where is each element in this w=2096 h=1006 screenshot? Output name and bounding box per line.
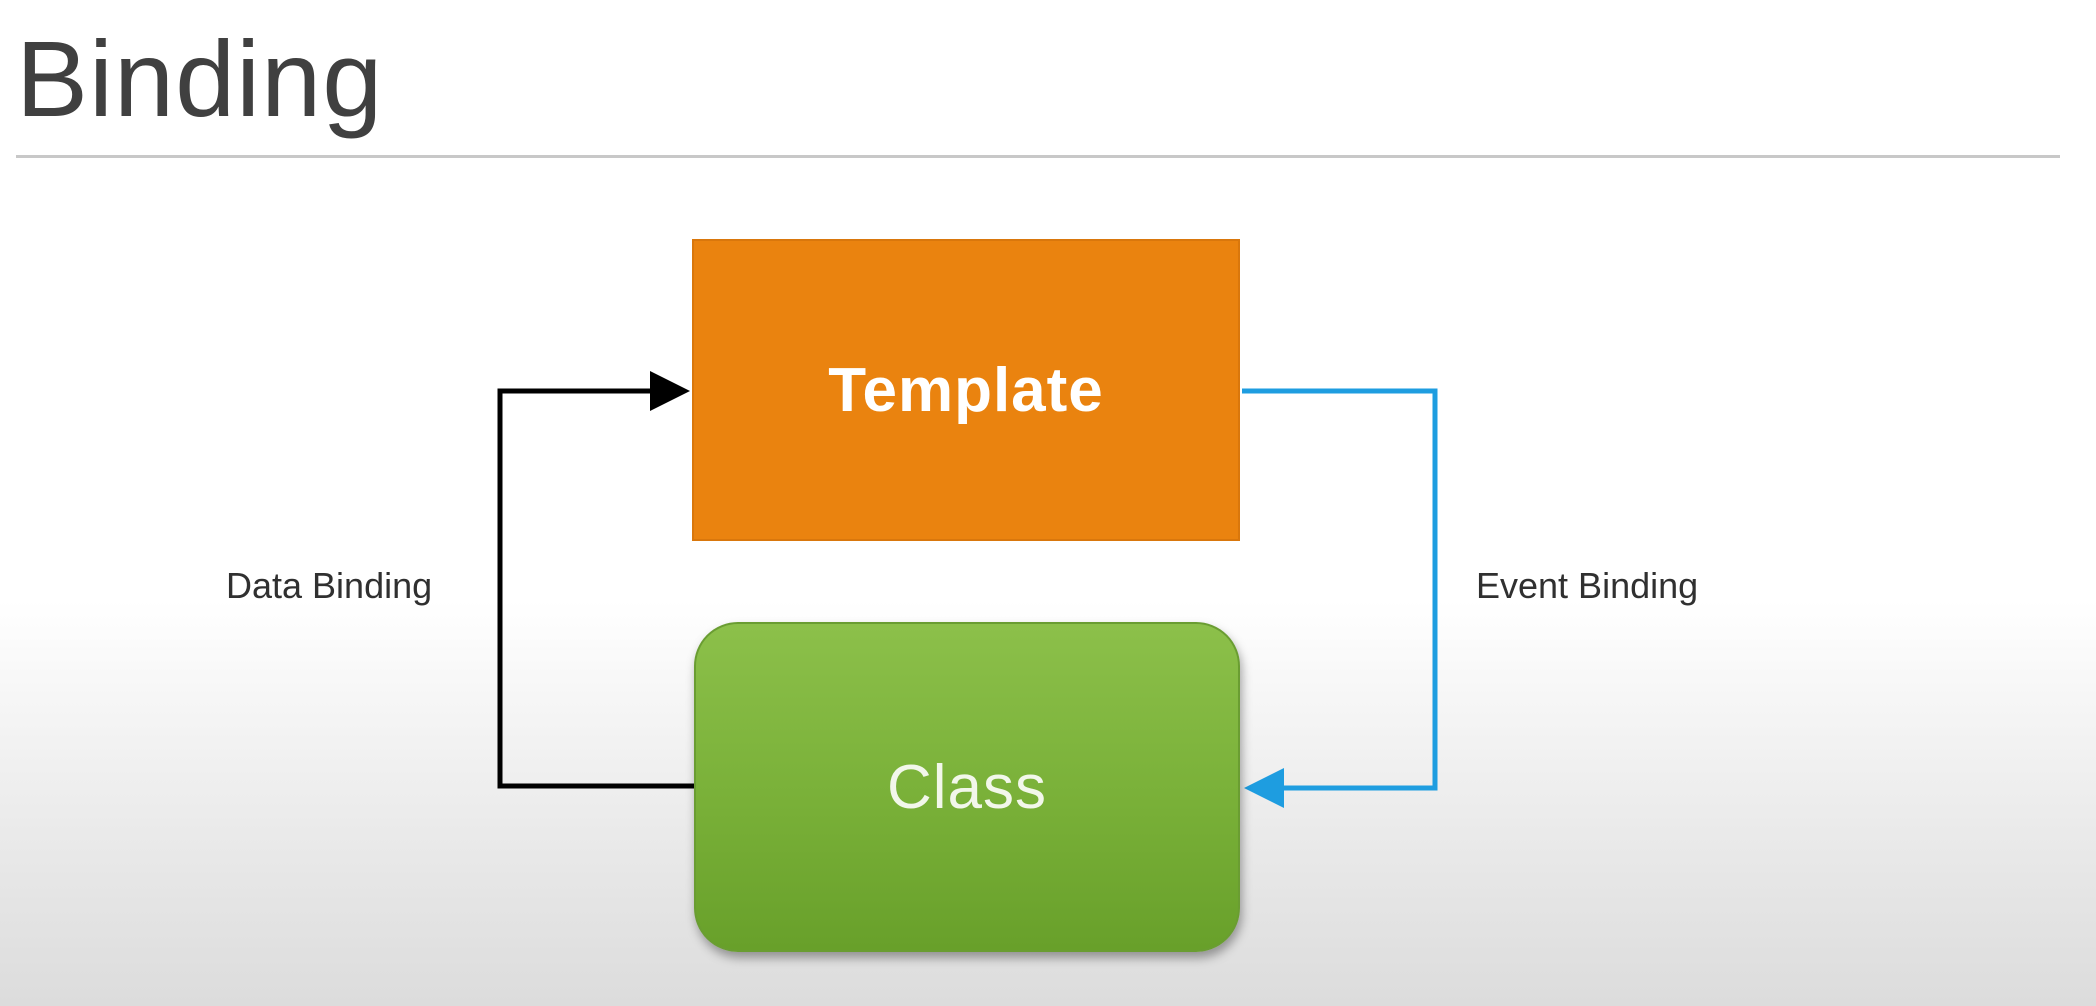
data-binding-arrow — [497, 371, 694, 789]
data-binding-label: Data Binding — [226, 565, 433, 606]
template-node-label: Template — [828, 355, 1104, 425]
class-node: Class — [694, 622, 1240, 952]
template-node: Template — [692, 239, 1240, 541]
event-binding-label: Event Binding — [1476, 565, 1699, 606]
event-binding-arrow — [1242, 388, 1438, 808]
class-node-label: Class — [886, 752, 1048, 822]
title-divider — [16, 155, 2060, 158]
slide-title: Binding — [16, 18, 384, 139]
